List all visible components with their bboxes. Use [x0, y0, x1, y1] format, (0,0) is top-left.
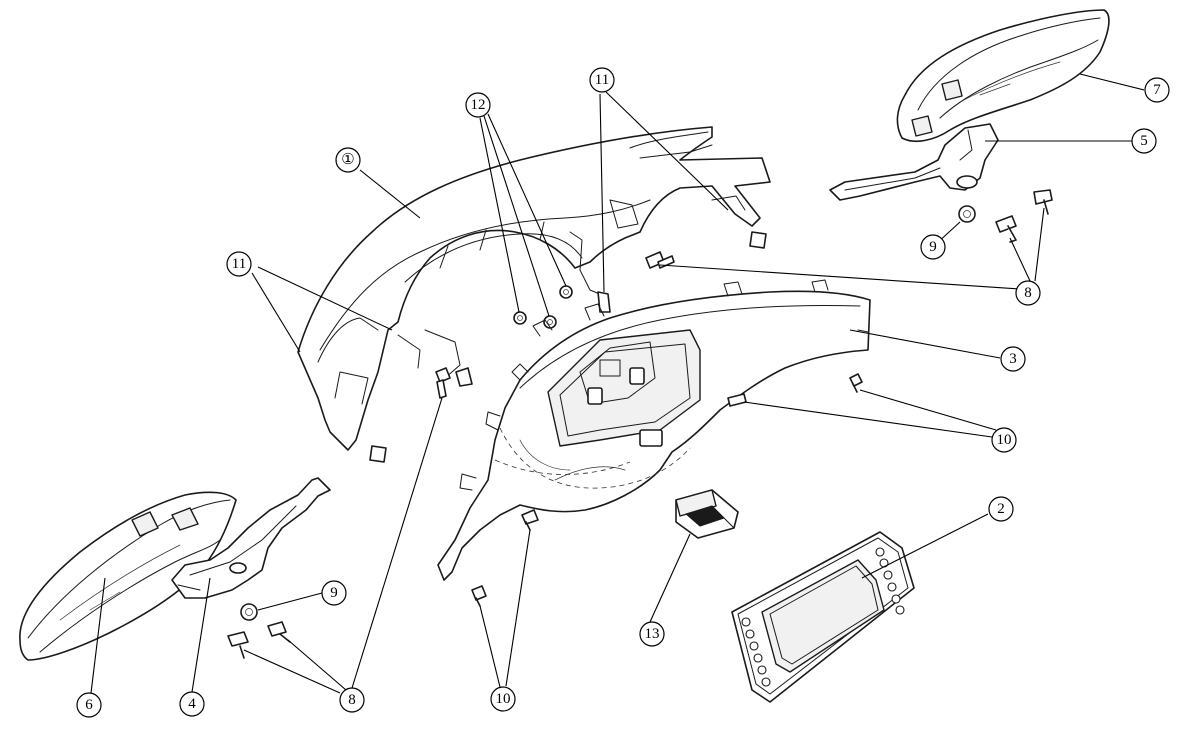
callout-13: 13	[639, 621, 665, 647]
switch-part-13	[675, 489, 739, 539]
callout-1: ①	[335, 147, 361, 173]
callout-10-right: 10	[991, 427, 1017, 453]
callout-11-top: 11	[589, 67, 615, 93]
callout-8-lower: 8	[339, 687, 365, 713]
callout-9-left: 9	[321, 580, 347, 606]
left-guard-bracket-part-4	[171, 477, 331, 659]
callout-2: 2	[988, 496, 1014, 522]
callout-9-right: 9	[920, 234, 946, 260]
leader-lines	[90, 73, 1145, 694]
callout-4: 4	[179, 691, 205, 717]
callout-10-bottom-label: 10	[496, 691, 511, 707]
callout-1-label: ①	[341, 152, 354, 168]
callout-8-lower-label: 8	[348, 692, 356, 708]
callout-11-left-label: 11	[232, 256, 246, 272]
callout-12-label: 12	[471, 97, 486, 113]
callout-8-upper-label: 8	[1024, 285, 1032, 301]
callout-10-right-label: 10	[997, 432, 1012, 448]
callout-2-label: 2	[997, 501, 1005, 517]
display-panel-part-2	[731, 531, 915, 703]
left-hand-guard-part-6	[19, 491, 237, 661]
callout-11-left: 11	[226, 251, 252, 277]
callout-6-label: 6	[85, 697, 93, 713]
callout-11-top-label: 11	[595, 72, 609, 88]
lower-handlebar-cover-part-3	[437, 251, 871, 607]
callout-4-label: 4	[188, 696, 196, 712]
upper-handlebar-cover-part-1	[297, 126, 771, 463]
callout-6: 6	[76, 692, 102, 718]
callout-8-upper: 8	[1015, 280, 1041, 306]
callout-10-bottom: 10	[490, 686, 516, 712]
callout-12: 12	[465, 92, 491, 118]
callout-5: 5	[1131, 128, 1157, 154]
callout-3-label: 3	[1009, 351, 1017, 367]
callout-9-right-label: 9	[929, 239, 937, 255]
callout-7-label: 7	[1153, 82, 1161, 98]
callout-5-label: 5	[1140, 133, 1148, 149]
callout-9-left-label: 9	[330, 585, 338, 601]
callout-3: 3	[1000, 346, 1026, 372]
right-hand-guard-part-7	[896, 9, 1110, 142]
right-guard-bracket-part-5	[829, 123, 1053, 243]
callout-7: 7	[1144, 77, 1170, 103]
callout-13-label: 13	[645, 626, 660, 642]
